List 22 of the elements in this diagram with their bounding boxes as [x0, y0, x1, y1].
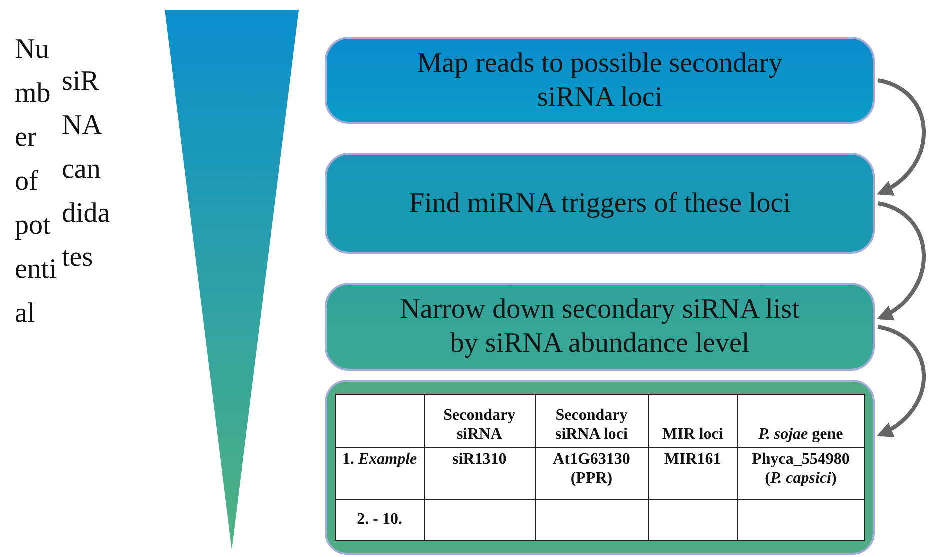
process-box	[325, 283, 875, 371]
step-text: Narrow down secondary siRNA list by siRNA abundance level	[399, 293, 801, 361]
table-cell: MIR161	[648, 447, 738, 500]
axis-label: Number of potential	[15, 33, 57, 331]
step-text: Map reads to possible secondary siRNA loci	[416, 46, 784, 114]
column-header: P. sojae gene	[737, 394, 864, 447]
curved-arrow	[877, 78, 926, 196]
table-cell: At1G63130 (PPR)	[535, 447, 648, 500]
process-box	[325, 37, 875, 124]
column-header: Secondary siRNA	[424, 394, 536, 447]
table-cell: 2. - 10.	[336, 500, 424, 540]
axis-label: siRNA candidates	[62, 65, 112, 275]
table-cell: siR1310	[424, 447, 536, 500]
table-cell: Phyca_554980 (P. capsici)	[737, 447, 864, 500]
curved-arrow	[877, 202, 926, 320]
table-cell: 1. Example	[336, 447, 424, 500]
curved-arrow	[877, 325, 926, 437]
column-header: MIR loci	[648, 394, 738, 447]
step-text: Find miRNA triggers of these loci	[409, 186, 791, 220]
table-box	[325, 380, 875, 555]
column-header: Secondary siRNA loci	[535, 394, 648, 447]
process-box	[325, 153, 875, 254]
